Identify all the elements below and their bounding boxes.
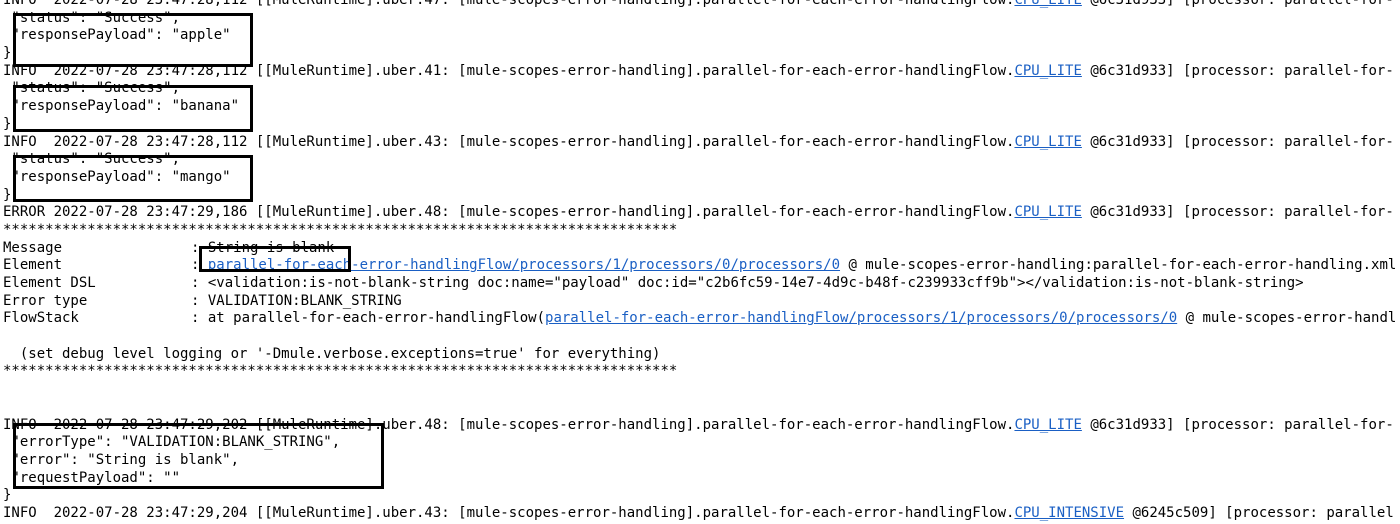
log-line: "responsePayload": "banana"	[3, 98, 240, 115]
flowstack-path-link[interactable]: parallel-for-each-error-handlingFlow/pro…	[545, 310, 1178, 327]
log-line: "requestPayload": ""	[3, 469, 181, 486]
log-line: "status": "Success",	[3, 9, 181, 26]
log-line: INFO 2022-07-28 23:47:29,202 [[MuleRunti…	[3, 416, 1394, 433]
log-line: INFO 2022-07-28 23:47:28,112 [[MuleRunti…	[3, 62, 1394, 79]
log-line: "responsePayload": "mango"	[3, 168, 231, 185]
blank-line	[3, 399, 1400, 417]
error-flowstack-line: FlowStack: at parallel-for-each-error-ha…	[3, 310, 1397, 327]
log-line: INFO 2022-07-28 23:47:29,204 [[MuleRunti…	[3, 504, 1394, 521]
log-line: "status": "Success",	[3, 151, 181, 168]
console-log: INFO 2022-07-28 23:47:28,112 [[MuleRunti…	[3, 0, 1400, 523]
cpu-intensive-link[interactable]: CPU_INTENSIVE	[1014, 504, 1125, 521]
log-line: }	[3, 115, 12, 132]
error-type-line: Error type: VALIDATION:BLANK_STRING	[3, 292, 402, 309]
error-message-value: String is blank	[207, 239, 335, 256]
log-line: "responsePayload": "apple"	[3, 27, 231, 44]
log-line: INFO 2022-07-28 23:47:28,112 [[MuleRunti…	[3, 0, 1400, 10]
stars-separator: ****************************************…	[3, 221, 678, 238]
blank-line	[3, 381, 1400, 399]
cpu-lite-link[interactable]: CPU_LITE	[1014, 62, 1082, 79]
error-element-line: Element: parallel-for-each-error-handlin…	[3, 257, 1397, 274]
cpu-lite-link[interactable]: CPU_LITE	[1014, 133, 1082, 150]
blank-line	[3, 328, 1400, 346]
cpu-lite-link[interactable]: CPU_LITE	[1014, 416, 1082, 433]
cpu-lite-link[interactable]: CPU_LITE	[1014, 204, 1082, 221]
error-message-line: Message: String is blank	[3, 239, 335, 256]
log-line: }	[3, 45, 12, 62]
debug-hint-line: (set debug level logging or '-Dmule.verb…	[3, 345, 661, 362]
log-line: }	[3, 186, 12, 203]
cpu-lite-link[interactable]: CPU_LITE	[1014, 0, 1082, 8]
log-line: "error": "String is blank",	[3, 451, 240, 468]
stars-separator: ****************************************…	[3, 363, 678, 380]
element-path-link[interactable]: parallel-for-each-error-handlingFlow/pro…	[207, 257, 841, 274]
log-line-error: ERROR 2022-07-28 23:47:29,186 [[MuleRunt…	[3, 204, 1394, 221]
log-line: INFO 2022-07-28 23:47:28,112 [[MuleRunti…	[3, 133, 1394, 150]
log-line: "errorType": "VALIDATION:BLANK_STRING",	[3, 434, 341, 451]
log-line: "status": "Success",	[3, 80, 181, 97]
error-dsl-line: Element DSL: <validation:is-not-blank-st…	[3, 275, 1304, 291]
log-line: }	[3, 487, 12, 504]
